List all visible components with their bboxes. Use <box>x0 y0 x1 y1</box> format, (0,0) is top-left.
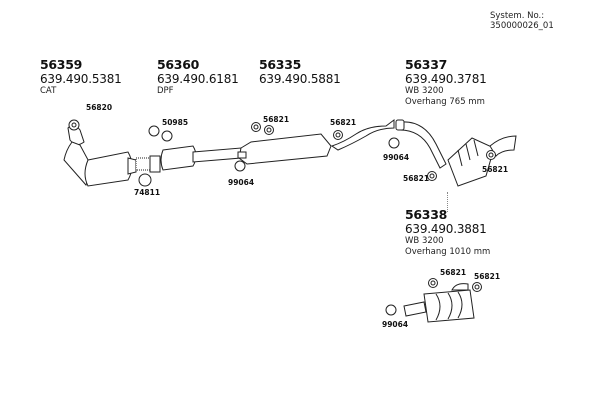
front-pipe-cat[interactable] <box>63 124 161 187</box>
part-note: WB 3200 <box>405 86 444 96</box>
part-group-56359[interactable]: 56359 639.490.5381 CAT <box>40 58 122 97</box>
label-99064: 99064 <box>382 320 409 329</box>
label-56821: 56821 <box>403 174 430 183</box>
oe-number: 639.490.5881 <box>259 72 341 86</box>
label-56821: 56821 <box>263 115 290 124</box>
rear-silencer-56338[interactable] <box>403 283 475 323</box>
alternative-connector <box>447 192 448 212</box>
clamp-99064-alt-icon[interactable] <box>385 304 397 316</box>
system-number: System. No.: 350000026_01 <box>490 11 554 31</box>
rubber-56821-icon[interactable] <box>428 278 438 288</box>
oe-number: 639.490.3881 <box>405 222 487 236</box>
rubber-56821-icon[interactable] <box>427 171 437 181</box>
label-56821: 56821 <box>440 268 467 277</box>
part-note: DPF <box>157 86 174 96</box>
label-99064: 99064 <box>383 153 410 162</box>
part-group-56337[interactable]: 56337 639.490.3781 WB 3200 Overhang 765 … <box>405 58 487 108</box>
middle-silencer[interactable] <box>237 119 395 165</box>
part-group-56335[interactable]: 56335 639.490.5881 <box>259 57 341 87</box>
part-number: 56337 <box>405 57 447 72</box>
oe-number: 639.490.6181 <box>157 72 239 86</box>
part-note: WB 3200 <box>405 236 444 246</box>
rubber-56821-icon[interactable] <box>251 122 261 132</box>
rubber-56821-icon[interactable] <box>264 125 274 135</box>
part-group-56360[interactable]: 56360 639.490.6181 DPF <box>157 58 239 97</box>
label-74811: 74811 <box>134 188 161 197</box>
clamp-74811-icon[interactable] <box>138 173 152 187</box>
rubber-56821-icon[interactable] <box>472 282 482 292</box>
part-number: 56359 <box>40 57 82 72</box>
gasket-56820-icon[interactable] <box>68 119 80 131</box>
rear-pipe[interactable] <box>395 119 447 169</box>
oe-number: 639.490.5381 <box>40 72 122 86</box>
part-group-56338[interactable]: 56338 639.490.3881 WB 3200 Overhang 1010… <box>405 208 490 258</box>
label-56821: 56821 <box>330 118 357 127</box>
part-note: Overhang 1010 mm <box>405 247 491 257</box>
part-number: 56360 <box>157 57 199 72</box>
label-56820: 56820 <box>86 103 113 112</box>
rubber-56821-icon[interactable] <box>486 150 496 160</box>
oe-number: 639.490.3781 <box>405 72 487 86</box>
label-56821: 56821 <box>474 272 501 281</box>
clamp-99064-rear-icon[interactable] <box>388 137 400 149</box>
part-number: 56335 <box>259 57 301 72</box>
part-number: 56338 <box>405 207 447 222</box>
rubber-56821-icon[interactable] <box>333 130 343 140</box>
clamp-99064-mid-icon[interactable] <box>234 160 246 172</box>
label-99064: 99064 <box>228 178 255 187</box>
part-note: Overhang 765 mm <box>405 97 485 107</box>
rear-silencer-56337[interactable] <box>447 135 517 187</box>
label-56821: 56821 <box>482 165 509 174</box>
gasket-50985-icon[interactable] <box>148 125 173 142</box>
dpf-unit[interactable] <box>160 145 242 171</box>
part-note: CAT <box>40 86 57 96</box>
label-50985: 50985 <box>162 118 189 127</box>
